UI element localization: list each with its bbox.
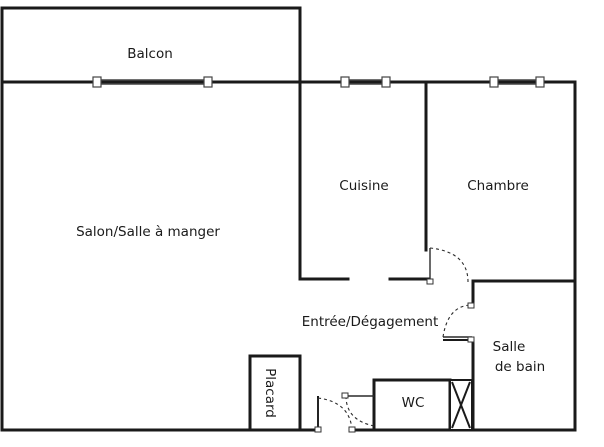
- label-salle-de-bain-line2: de bain: [495, 359, 545, 375]
- label-salon: Salon/Salle à manger: [76, 224, 220, 240]
- label-chambre: Chambre: [467, 178, 529, 194]
- label-wc: WC: [402, 395, 425, 411]
- label-salle-de-bain-line1: Salle: [493, 339, 526, 355]
- placard-walls: [248, 354, 302, 432]
- exterior-walls: [0, 6, 577, 432]
- doors: [314, 247, 475, 433]
- label-balcon: Balcon: [127, 46, 173, 62]
- door-entree: [314, 397, 356, 433]
- shaft-cross-2: [451, 381, 471, 429]
- door-wc: [341, 392, 375, 427]
- label-cuisine: Cuisine: [339, 178, 388, 194]
- window-cuisine: [340, 76, 391, 88]
- label-placard: Placard: [262, 368, 278, 418]
- window-chambre: [489, 76, 545, 88]
- label-entree: Entrée/Dégagement: [302, 314, 439, 330]
- windows: [92, 76, 545, 88]
- door-chambre: [426, 247, 469, 285]
- interior-walls: [248, 80, 577, 432]
- window-salon: [92, 76, 213, 88]
- door-salle-de-bain: [442, 302, 475, 343]
- room-labels: Balcon Cuisine Chambre Salon/Salle à man…: [76, 46, 545, 418]
- balcony-wall: [0, 6, 302, 84]
